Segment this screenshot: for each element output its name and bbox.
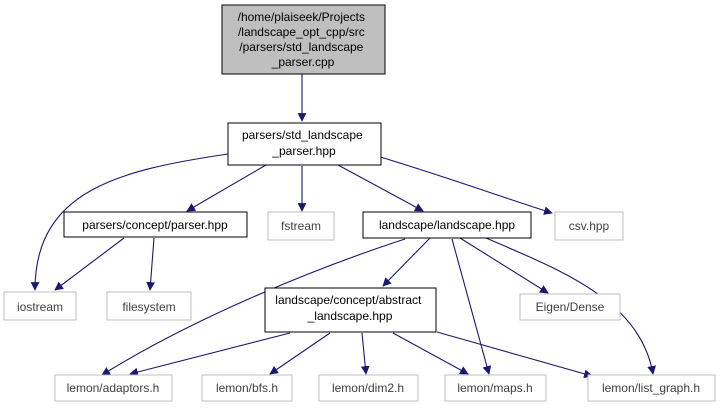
svg-text:lemon/maps.h: lemon/maps.h (457, 381, 532, 395)
node-lemon-maps[interactable]: lemon/maps.h (444, 374, 547, 402)
edge-abstract-to-lemon-dim2 (360, 332, 370, 375)
node-lemon-adaptors[interactable]: lemon/adaptors.h (54, 374, 173, 402)
svg-text:landscape/landscape.hpp: landscape/landscape.hpp (379, 218, 515, 232)
svg-text:parsers/concept/parser.hpp: parsers/concept/parser.hpp (82, 218, 228, 232)
svg-text:filesystem: filesystem (122, 300, 175, 314)
edge-abstract-to-lemon-adaptors (129, 332, 291, 377)
edge-abstract-to-lemon-list-graph (436, 331, 593, 379)
edge-std-parser-to-landscape-hpp (337, 164, 424, 212)
node-landscape-hpp[interactable]: landscape/landscape.hpp (362, 211, 532, 239)
node-iostream[interactable]: iostream (3, 291, 77, 321)
svg-text:lemon/adaptors.h: lemon/adaptors.h (67, 381, 160, 395)
node-fstream[interactable]: fstream (267, 211, 335, 241)
node-eigen-dense[interactable]: Eigen/Dense (519, 293, 621, 321)
node-lemon-bfs[interactable]: lemon/bfs.h (201, 374, 293, 402)
edge-std-parser-to-csv-hpp (376, 155, 553, 215)
edge-parser-hpp-to-iostream (54, 237, 125, 291)
svg-text:lemon/list_graph.h: lemon/list_graph.h (602, 381, 700, 395)
edge-landscape-to-lemon-adaptors (101, 238, 406, 376)
svg-text:/home/plaiseek/Projects: /home/plaiseek/Projects /landscape_opt_c… (238, 10, 369, 69)
svg-text:iostream: iostream (17, 300, 63, 314)
svg-text:lemon/dim2.h: lemon/dim2.h (332, 381, 404, 395)
svg-text:fstream: fstream (281, 219, 321, 233)
edge-std-parser-to-parser-hpp (186, 164, 267, 212)
svg-text:landscape/concept/abstract: landscape/concept/abstract _landscape.hp… (275, 293, 424, 323)
edges (30, 74, 656, 379)
edge-landscape-to-lemon-list-graph (485, 237, 656, 375)
svg-text:Eigen/Dense: Eigen/Dense (536, 300, 605, 314)
edge-abstract-to-lemon-bfs (269, 332, 331, 375)
node-csv-hpp[interactable]: csv.hpp (554, 211, 624, 241)
svg-text:csv.hpp: csv.hpp (569, 219, 610, 233)
edge-parser-hpp-to-filesystem (146, 237, 155, 291)
node-lemon-list-graph[interactable]: lemon/list_graph.h (587, 374, 716, 402)
edge-landscape-to-abstract (382, 237, 431, 287)
edge-abstract-to-lemon-maps (392, 332, 469, 375)
node-parser-hpp[interactable]: parsers/concept/parser.hpp (63, 211, 248, 238)
edge-landscape-to-lemon-maps (451, 238, 492, 375)
edge-std-parser-to-iostream (30, 153, 229, 291)
edge-landscape-to-eigen-dense (459, 237, 549, 294)
node-filesystem[interactable]: filesystem (106, 291, 192, 321)
node-root-cpp[interactable]: /home/plaiseek/Projects /landscape_opt_c… (221, 4, 386, 75)
svg-text:parsers/std_landscape: parsers/std_landscape _parser.hpp (242, 128, 366, 158)
node-std-parser-hpp[interactable]: parsers/std_landscape _parser.hpp (227, 122, 382, 166)
svg-text:lemon/bfs.h: lemon/bfs.h (216, 381, 278, 395)
node-lemon-dim2[interactable]: lemon/dim2.h (318, 374, 419, 402)
node-abstract-landscape-hpp[interactable]: landscape/concept/abstract _landscape.hp… (264, 287, 437, 333)
